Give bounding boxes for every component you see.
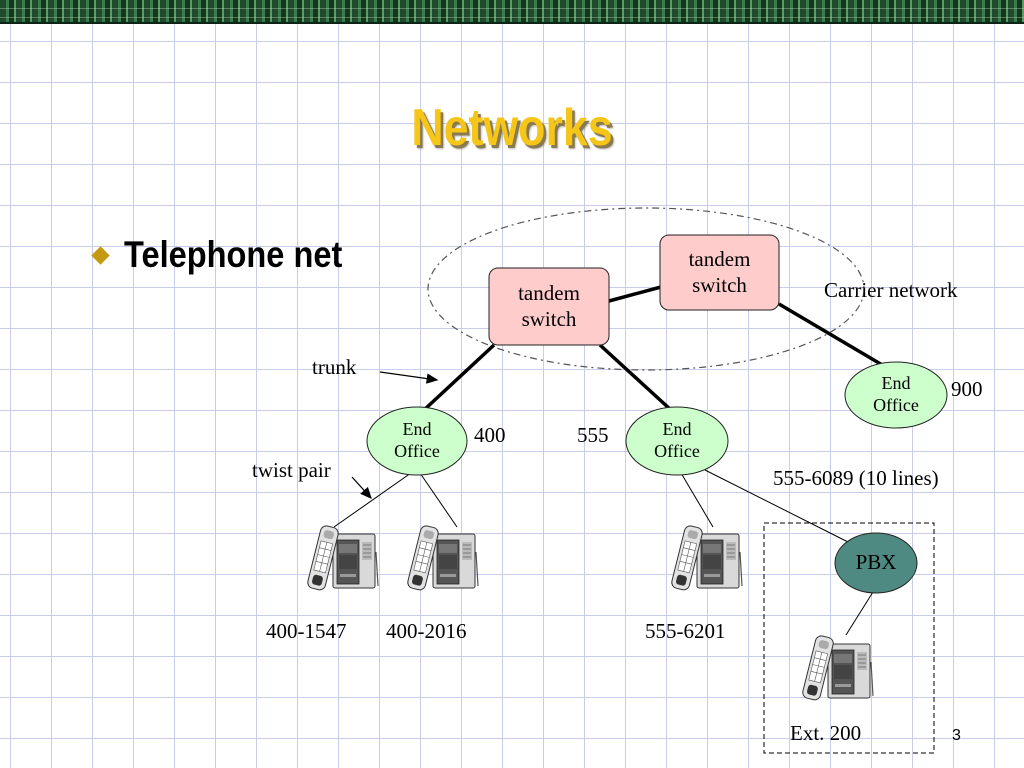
bullet-text: Telephone net (124, 234, 343, 275)
twist-pair-555-6201 (680, 472, 714, 528)
tandem-switch-right-line1: tandem (688, 247, 751, 272)
tandem-switch-left-label: tandem switch (489, 268, 609, 345)
tandem-switch-left-line1: tandem (518, 281, 580, 306)
telephone-icon-400-2016 (405, 524, 479, 592)
carrier-network-boundary (427, 207, 865, 371)
end-office-555-code: 555 (577, 423, 609, 447)
phone-number-400-2016: 400-2016 (386, 619, 467, 643)
trunk-link-switch-to-office-400 (422, 343, 496, 412)
trunk-link-switch-to-office-900 (778, 302, 885, 368)
end-office-900-circle (844, 361, 948, 429)
carrier-network-label: Carrier network (824, 278, 958, 302)
phone-number-400-1547: 400-1547 (266, 619, 347, 643)
telephone-icon-ext-200 (800, 634, 874, 702)
page-number: 3 (952, 727, 961, 744)
phone-number-555-6201: 555-6201 (645, 619, 726, 643)
trunk-pointer-arrow (379, 371, 439, 384)
twist-pair-label: twist pair (252, 458, 331, 482)
trunk-link-switch-to-office-555 (598, 343, 673, 412)
circuit-board-banner (0, 0, 1024, 24)
bullet-item: Telephone net (90, 234, 372, 276)
end-office-400-line1: End (402, 419, 432, 440)
end-office-555-line2: Office (654, 441, 700, 461)
tandem-switch-right-box (659, 234, 780, 311)
pbx-premises-boundary (763, 522, 935, 754)
slide-title: Networks (411, 99, 613, 157)
end-office-400-circle (366, 406, 468, 476)
end-office-900-label: End Office (845, 362, 947, 428)
telephone-icon-555-6201 (669, 524, 743, 592)
end-office-555-line1: End (662, 419, 692, 440)
end-office-900-line1: End (881, 373, 911, 394)
pbx-circle (834, 532, 918, 594)
twist-pair-400-2016 (419, 472, 458, 528)
end-office-900-code: 900 (951, 377, 983, 401)
tandem-switch-left-line2: switch (521, 306, 577, 331)
pbx-label-text: PBX (855, 550, 897, 575)
end-office-555-circle (625, 406, 729, 476)
trunk-label: trunk (312, 355, 357, 379)
tandem-switch-right-line2: switch (692, 272, 747, 297)
phone-extension-200: Ext. 200 (790, 721, 862, 745)
pbx-label: PBX (835, 533, 917, 593)
twist-pair-400-1547 (333, 472, 412, 528)
telephone-icon-400-1547 (305, 524, 379, 592)
tandem-switch-left-box (488, 267, 610, 346)
pbx-line-label: 555-6089 (10 lines) (773, 466, 939, 490)
trunk-link-switch-to-switch (608, 285, 662, 303)
tandem-switch-right-label: tandem switch (660, 235, 779, 310)
end-office-900-line2: Office (873, 395, 919, 415)
end-office-400-code: 400 (474, 423, 506, 447)
end-office-555-label: End Office (626, 407, 728, 475)
end-office-400-label: End Office (367, 407, 467, 475)
end-office-400-line2: Office (394, 441, 440, 461)
pbx-line (704, 469, 849, 543)
pbx-to-extension-line (845, 591, 874, 636)
twist-pair-pointer-arrow (351, 476, 372, 499)
